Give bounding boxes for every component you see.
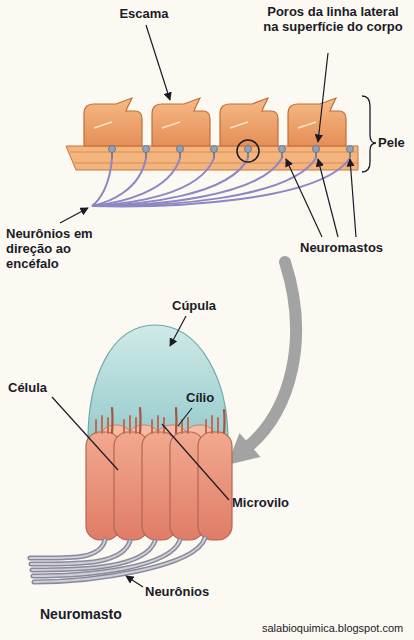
leader-line: [170, 316, 186, 346]
leader-line: [162, 424, 229, 500]
scale: [298, 122, 316, 128]
skin-band: [74, 163, 358, 164]
nerve-fibers: [92, 158, 248, 206]
leader-arrow: [60, 25, 356, 237]
cupula-label: Cúpula: [172, 298, 216, 313]
microvilli: [151, 420, 153, 433]
leader-arrow: [286, 159, 322, 237]
scale-label: Escama: [108, 6, 180, 21]
microvilli: [96, 416, 218, 433]
neuron-fiber: [30, 538, 205, 582]
microvilli: [107, 418, 109, 433]
nerve-fibers: [92, 158, 112, 206]
nerve-fibers: [92, 158, 282, 206]
neuromast-dot: [109, 146, 116, 153]
scale: [84, 98, 142, 146]
watermark: salabioquimica.blogspot.com: [262, 622, 403, 635]
nerve-label: Neurônios em direção ao encéfalo: [6, 226, 98, 271]
microvilli: [95, 420, 97, 433]
neuromast-dot: [347, 146, 354, 153]
microvilli: [187, 418, 189, 433]
microvilli: [123, 420, 125, 433]
scale: [152, 98, 210, 146]
neuron-fiber: [34, 538, 205, 582]
neurons-label: Neurônios: [145, 584, 209, 599]
leader-arrow: [350, 159, 356, 237]
neuromast-dot: [313, 146, 320, 153]
pores-label: Poros da linha lateral na superfície do …: [258, 4, 408, 34]
microvillus-label: Microvilo: [232, 495, 289, 510]
skin-bracket: [362, 96, 376, 172]
leader-arrow: [318, 53, 328, 142]
microvilli: [157, 416, 159, 433]
cilium: [111, 408, 114, 433]
neuromast-dot: [143, 146, 150, 153]
hair-cell: [86, 425, 232, 540]
skin-band: [66, 146, 358, 170]
scale: [288, 98, 346, 146]
highlight-circle: [237, 140, 259, 162]
nerve-fibers: [92, 158, 146, 206]
leader-arrow: [60, 208, 88, 223]
scale: [152, 98, 210, 146]
neuron-fiber: [33, 540, 180, 576]
neuromast-title: Neuromasto: [40, 606, 122, 622]
skin-label: Pele: [378, 135, 405, 150]
skin-band: [66, 146, 358, 170]
cell-label: Célula: [8, 380, 47, 395]
neuron-fiber: [31, 541, 130, 564]
microvilli: [101, 416, 103, 433]
leader-line: [52, 316, 229, 587]
scale: [84, 98, 346, 146]
neuromasts-label: Neuromastos: [300, 240, 383, 255]
nerve-fibers: [92, 158, 316, 206]
cilium-label: Cílio: [186, 390, 214, 405]
neuron-fiber: [30, 540, 105, 558]
scale: [220, 98, 278, 146]
leader-arrow: [146, 25, 170, 100]
neuron-fiber: [34, 538, 205, 582]
microvilli: [211, 416, 213, 433]
neuromast-dot: [177, 146, 184, 153]
neuromast-dot: [279, 146, 286, 153]
cilium: [139, 408, 142, 433]
cilium: [175, 408, 178, 433]
microvilli: [129, 416, 131, 433]
leader-line: [178, 408, 192, 426]
microvilli: [217, 418, 219, 433]
neuron-fiber: [30, 540, 105, 558]
zoom-arrow: [250, 262, 296, 445]
hair-cell: [198, 432, 232, 540]
zoom-arrow: [227, 262, 296, 465]
scale: [230, 122, 248, 128]
leader-line: [126, 576, 143, 587]
scale: [84, 98, 142, 146]
neuromast-dot: [109, 146, 354, 159]
neuron-fiber: [31, 541, 130, 564]
nerve-fibers: [92, 158, 350, 206]
neuromast-dot: [211, 146, 218, 153]
scale: [94, 122, 112, 128]
scale: [288, 98, 346, 146]
leader-line: [52, 397, 118, 470]
microvilli: [205, 420, 207, 433]
neuromast-dot: [245, 146, 252, 153]
scale: [220, 98, 278, 146]
cilium: [223, 410, 226, 433]
cilium: [112, 408, 225, 433]
nerve-fibers: [92, 158, 350, 206]
microvilli: [135, 418, 137, 433]
leader-arrow: [318, 159, 338, 237]
scale: [162, 122, 180, 128]
